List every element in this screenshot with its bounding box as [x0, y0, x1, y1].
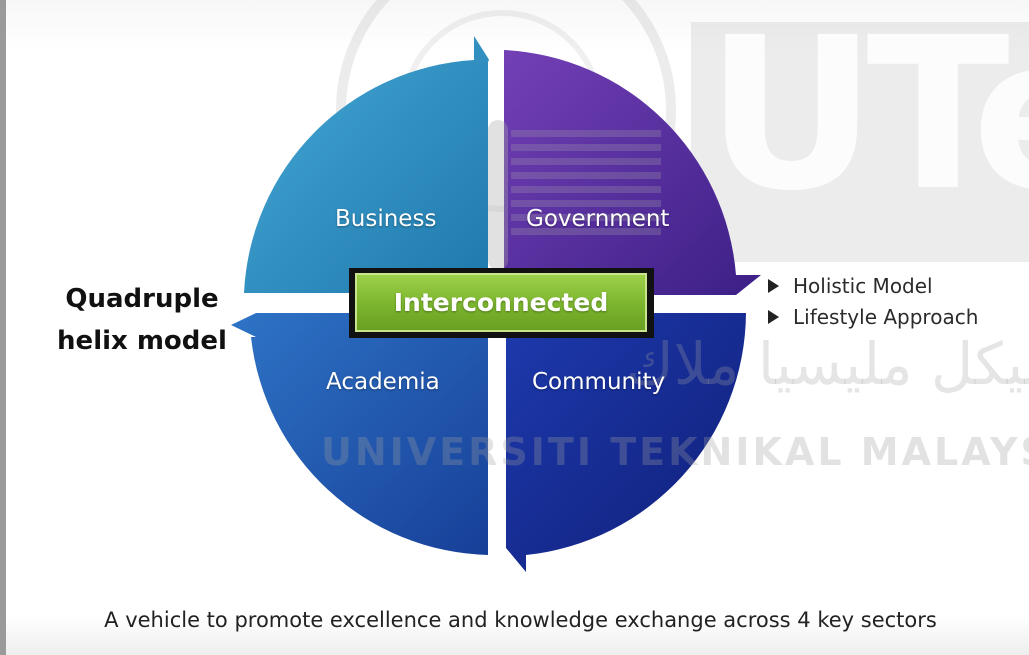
sector-label-government: Government [526, 206, 670, 232]
bullet-list: Holistic Model Lifestyle Approach [768, 270, 978, 332]
watermark-bar [488, 120, 508, 270]
sector-government-shape [504, 50, 761, 295]
bullet-item: Lifestyle Approach [768, 301, 978, 332]
sector-label-academia: Academia [326, 369, 440, 395]
watermark-jawi-text: سيتي تيكنيكل مليسيا ملاك [626, 330, 1029, 398]
sector-label-community: Community [532, 369, 666, 395]
watermark-logo: UTe [706, 0, 1029, 237]
center-label: Interconnected [393, 288, 609, 317]
sector-academia-shape [231, 313, 488, 555]
bullet-text: Holistic Model [793, 273, 933, 298]
diagram-title-line-1: Quadruple [65, 284, 219, 314]
quadruple-helix-diagram [231, 36, 761, 572]
arrow-bullet-icon [768, 278, 779, 293]
watermark-logo-background [691, 22, 1029, 262]
bullet-item: Holistic Model [768, 270, 978, 301]
sector-label-business: Business [335, 206, 437, 232]
diagram-title-line-2: helix model [57, 326, 227, 356]
sector-community-shape [506, 313, 746, 572]
watermark-lines [511, 130, 661, 240]
caption: A vehicle to promote excellence and know… [104, 608, 937, 632]
center-box: Interconnected [355, 273, 647, 332]
diagram-title: Quadruple helix model [42, 278, 242, 362]
sector-business-shape [244, 36, 489, 293]
bullet-text: Lifestyle Approach [793, 304, 979, 329]
watermark-university-banner: UNIVERSITI TEKNIKAL MALAYSIA M [321, 430, 1029, 474]
arrow-bullet-icon [768, 309, 779, 324]
